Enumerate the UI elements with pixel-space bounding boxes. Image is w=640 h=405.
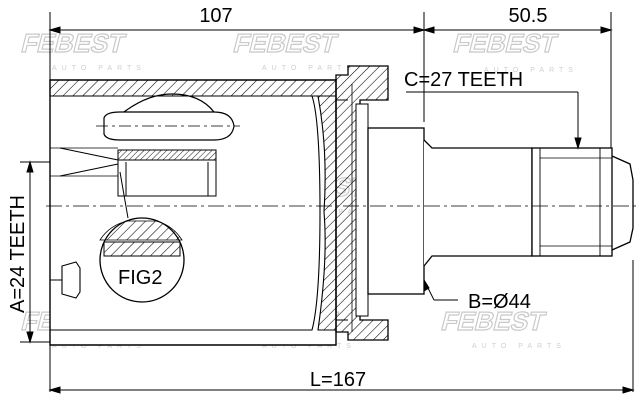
label-fig2: FIG2 (118, 267, 162, 289)
watermark-brand: FEBEST (451, 28, 561, 58)
tripod-roller (50, 93, 240, 197)
watermark-subtitle: AUTO PARTS (484, 67, 578, 74)
watermark-subtitle: AUTO PARTS (52, 343, 146, 350)
stub-shaft (423, 139, 634, 267)
watermark-subtitle: AUTO PARTS (472, 343, 566, 350)
watermark-brand: FEBEST (19, 28, 129, 58)
label-seal-diameter: B=Ø44 (468, 291, 531, 313)
leaders (406, 91, 582, 301)
watermark-subtitle: AUTO PARTS (262, 65, 356, 72)
watermark-brand: FEBEST (231, 28, 341, 58)
watermark-brand: FEBEST (439, 306, 549, 336)
fig2-detail (99, 171, 185, 303)
label-inner-spline: A=24 TEETH (7, 195, 29, 313)
dim-housing-length: 107 (199, 5, 232, 27)
label-outer-spline: C=27 TEETH (404, 69, 523, 91)
dim-stub-length: 50.5 (509, 5, 548, 27)
flange (335, 65, 425, 341)
circlip (50, 261, 81, 299)
dimension-lines (26, 26, 635, 394)
dim-overall-length: L=167 (310, 369, 366, 391)
watermark-subtitle: AUTO PARTS (52, 65, 146, 72)
watermark-subtitle: AUTO PARTS (262, 343, 356, 350)
